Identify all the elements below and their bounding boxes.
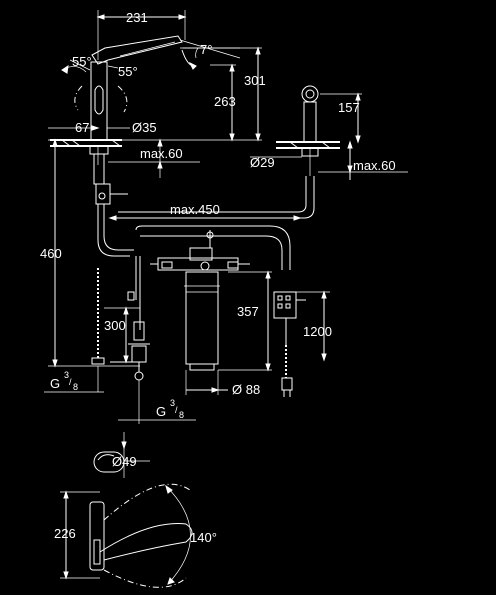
- thread-left-g: G: [50, 376, 60, 391]
- dim-dia-49: Ø49: [112, 454, 137, 469]
- dim-157: 157: [338, 100, 360, 115]
- dim-67: 67: [75, 120, 89, 135]
- dim-460: 460: [40, 246, 62, 261]
- angle-7: 7°: [200, 42, 212, 57]
- thread-right-den: 8: [179, 410, 184, 420]
- dim-dia-35: Ø35: [132, 120, 157, 135]
- dim-357: 357: [237, 304, 259, 319]
- dim-263: 263: [214, 94, 236, 109]
- thread-right-g: G: [156, 404, 166, 419]
- under-sink-assembly: max.450 357 Ø 88: [91, 153, 332, 397]
- dim-1200: 1200: [303, 324, 332, 339]
- dim-dia-88: Ø 88: [232, 382, 260, 397]
- dim-max-60-right: max.60: [353, 158, 396, 173]
- dim-301: 301: [244, 73, 266, 88]
- thread-right-num: 3: [170, 398, 175, 408]
- plan-view-swivel: 226 140°: [54, 483, 217, 588]
- dim-300: 300: [104, 318, 126, 333]
- angle-55-b: 55°: [118, 64, 138, 79]
- left-dimensions: 460 300 G 3 / 8 G 3 / 8: [40, 138, 196, 424]
- thread-left-num: 3: [64, 370, 69, 380]
- thread-right-slash: /: [175, 405, 178, 415]
- faucet-side-view: 231 7° 55° 55° 67 Ø35: [48, 10, 266, 178]
- side-spray: 157 Ø29 max.60: [118, 85, 408, 219]
- dim-231: 231: [126, 10, 148, 25]
- dim-max-450: max.450: [170, 202, 220, 217]
- dim-dia-29: Ø29: [250, 155, 275, 170]
- angle-55-a: 55°: [72, 54, 92, 69]
- angle-140: 140°: [190, 530, 217, 545]
- thread-left-den: 8: [73, 382, 78, 392]
- thread-left-slash: /: [69, 377, 72, 387]
- dim-max-60-left: max.60: [140, 146, 183, 161]
- dim-226: 226: [54, 526, 76, 541]
- top-view-base: Ø49: [93, 432, 150, 478]
